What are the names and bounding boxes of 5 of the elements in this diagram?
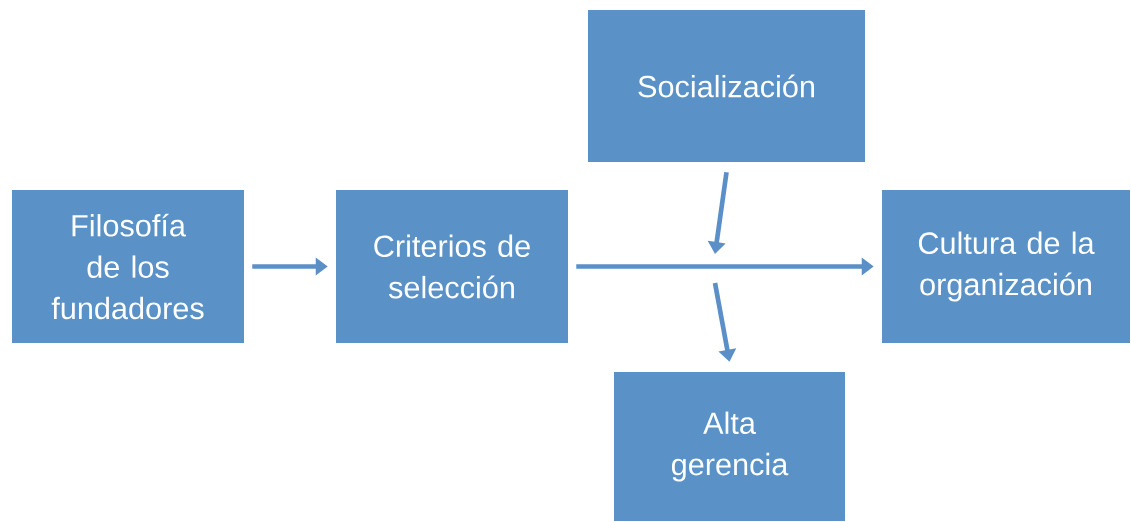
process-box: Alta gerencia (614, 372, 845, 521)
process-box: Cultura de la organización (882, 190, 1130, 343)
process-box: Filosofía de los fundadores (12, 190, 244, 343)
process-box: Socialización (588, 10, 865, 162)
process-box: Criterios de selección (336, 190, 568, 343)
